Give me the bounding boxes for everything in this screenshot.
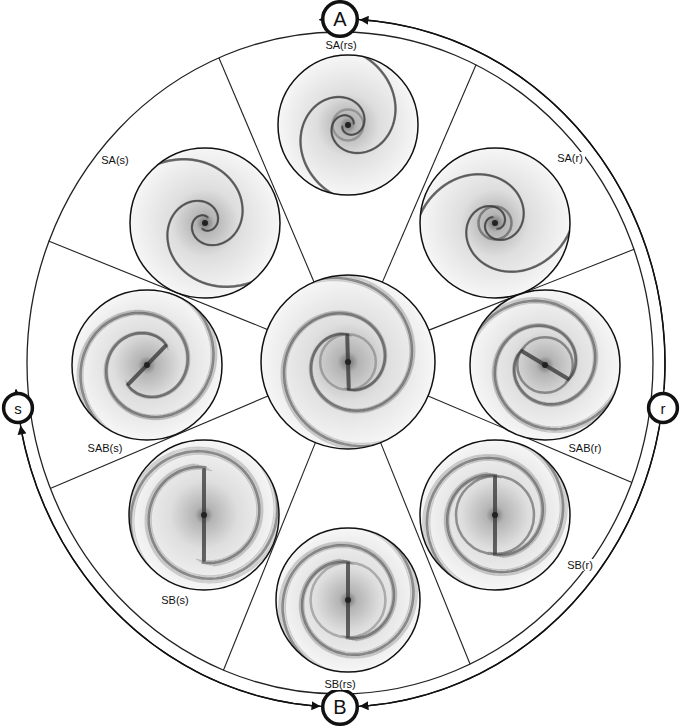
type-label: SA(s) [99,154,131,166]
pole-letter: r [661,401,666,416]
inner-ring [27,32,653,694]
galaxy-drawing [392,429,597,601]
type-label: SA(rs) [323,39,358,51]
galaxy-drawing [44,276,251,454]
pole-circle: r [648,393,678,423]
galaxy-outline [261,275,435,449]
galaxy-outline [278,55,418,195]
ring-arc-connector [360,20,665,390]
pole-circle: s [3,393,33,423]
galaxy-outline [420,440,570,590]
ring-arc-connector [360,426,659,706]
type-label: SB(rs) [322,678,357,690]
pole-circle: B [322,689,358,725]
pole-letter: s [14,401,22,416]
galaxy-outline [129,440,279,590]
galaxy-outline [470,290,620,440]
galaxy-drawing [277,44,419,207]
galaxy-drawing [100,425,307,605]
type-label: SAB(s) [86,442,125,454]
type-label: SA(r) [555,152,585,164]
galaxy-outline [420,148,570,298]
ring-arc-connector [16,19,665,707]
galaxy-outline [130,148,280,298]
type-label: SB(r) [565,559,595,571]
galaxy-outline [276,528,420,672]
galaxy-outline [72,290,222,440]
galaxy-drawing [412,138,579,308]
pole-circle: A [322,1,358,37]
pole-letter: B [333,697,346,717]
galaxy-drawing [232,274,464,450]
galaxy-drawing [98,148,312,298]
type-label: SB(s) [159,594,191,606]
ring-arc-connector [21,426,320,706]
type-label: SAB(r) [567,442,604,454]
pole-letter: A [333,9,346,29]
galaxy-drawing [250,517,447,682]
